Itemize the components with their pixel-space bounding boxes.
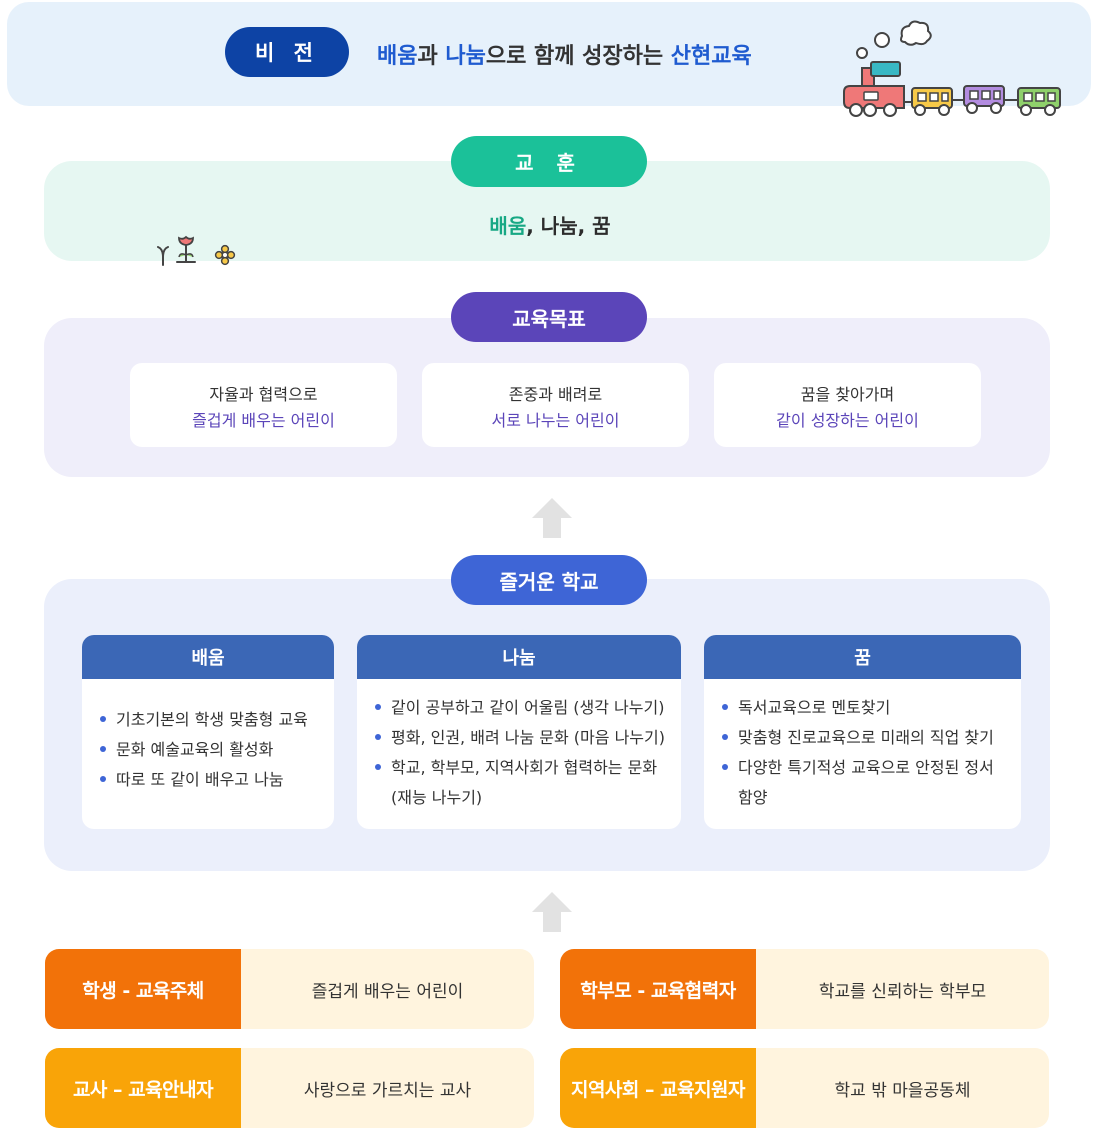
vision-connector-1: 과 <box>417 44 446 69</box>
column-title: 나눔 <box>357 635 681 679</box>
list-item: 기초기본의 학생 맞춤형 교육 <box>98 705 320 735</box>
motto-word-dream: 꿈 <box>592 214 611 238</box>
column-card-dream: 꿈 독서교육으로 멘토찾기 맞춤형 진로교육으로 미래의 직업 찾기 다양한 특… <box>704 635 1021 829</box>
list-item: 다양한 특기적성 교육으로 안정된 정서 함양 <box>720 753 1007 813</box>
arrow-up-icon <box>532 892 572 932</box>
role-card-parent: 학부모 - 교육협력자 학교를 신뢰하는 학부모 <box>560 949 1049 1029</box>
role-label: 지역사회 – 교육지원자 <box>560 1048 756 1128</box>
vision-connector-2: 으로 함께 성장하는 <box>485 44 671 69</box>
motto-word-sharing: 나눔 <box>540 214 578 238</box>
flower-decoration-icon <box>157 235 236 266</box>
list-item: 따로 또 같이 배우고 나눔 <box>98 765 320 795</box>
vision-word-school: 산현교육 <box>670 44 752 69</box>
goal-line2: 같이 성장하는 어린이 <box>776 411 919 430</box>
goal-card: 꿈을 찾아가며 같이 성장하는 어린이 <box>714 363 981 447</box>
goal-line1: 꿈을 찾아가며 <box>800 385 895 404</box>
column-list: 독서교육으로 멘토찾기 맞춤형 진로교육으로 미래의 직업 찾기 다양한 특기적… <box>704 679 1021 813</box>
column-list: 같이 공부하고 같이 어울림 (생각 나누기) 평화, 인권, 배려 나눔 문화… <box>357 679 681 813</box>
list-item: 학교, 학부모, 지역사회가 협력하는 문화 (재능 나누기) <box>373 753 667 813</box>
vision-word-sharing: 나눔 <box>445 44 486 69</box>
column-title: 꿈 <box>704 635 1021 679</box>
role-value: 학교 밖 마을공동체 <box>834 1080 971 1101</box>
goal-line2: 즐겁게 배우는 어린이 <box>192 411 335 430</box>
list-item: 같이 공부하고 같이 어울림 (생각 나누기) <box>373 693 667 723</box>
vision-label: 비 전 <box>225 27 349 77</box>
role-label: 학생 - 교육주체 <box>45 949 241 1029</box>
role-label: 교사 – 교육안내자 <box>45 1048 241 1128</box>
goal-line2: 서로 나누는 어린이 <box>491 411 620 430</box>
vision-statement: 배움과 나눔으로 함께 성장하는 산현교육 <box>377 38 752 70</box>
role-value: 학교를 신뢰하는 학부모 <box>818 981 987 1002</box>
role-card-student: 학생 - 교육주체 즐겁게 배우는 어린이 <box>45 949 534 1029</box>
goal-card: 존중과 배려로 서로 나누는 어린이 <box>422 363 689 447</box>
goal-card: 자율과 협력으로 즐겁게 배우는 어린이 <box>130 363 397 447</box>
list-item: 맞춤형 진로교육으로 미래의 직업 찾기 <box>720 723 1007 753</box>
motto-comma-1: , <box>526 214 541 238</box>
vision-banner <box>7 2 1091 106</box>
arrow-up-icon <box>532 498 572 538</box>
role-value: 사랑으로 가르치는 교사 <box>303 1080 472 1101</box>
column-title: 배움 <box>82 635 334 679</box>
column-list: 기초기본의 학생 맞춤형 교육 문화 예술교육의 활성화 따로 또 같이 배우고… <box>82 679 334 795</box>
column-card-learning: 배움 기초기본의 학생 맞춤형 교육 문화 예술교육의 활성화 따로 또 같이 … <box>82 635 334 829</box>
goal-line1: 존중과 배려로 <box>508 385 603 404</box>
motto-comma-2: , <box>577 214 593 238</box>
list-item: 평화, 인권, 배려 나눔 문화 (마음 나누기) <box>373 723 667 753</box>
goal-line1: 자율과 협력으로 <box>209 385 318 404</box>
list-item: 문화 예술교육의 활성화 <box>98 735 320 765</box>
school-label: 즐거운 학교 <box>451 555 647 605</box>
role-value: 즐겁게 배우는 어린이 <box>311 981 464 1002</box>
role-card-teacher: 교사 – 교육안내자 사랑으로 가르치는 교사 <box>45 1048 534 1128</box>
role-card-community: 지역사회 – 교육지원자 학교 밖 마을공동체 <box>560 1048 1049 1128</box>
column-card-sharing: 나눔 같이 공부하고 같이 어울림 (생각 나누기) 평화, 인권, 배려 나눔… <box>357 635 681 829</box>
motto-statement: 배움, 나눔, 꿈 <box>0 210 1100 239</box>
vision-word-learning: 배움 <box>377 44 418 69</box>
role-label: 학부모 - 교육협력자 <box>560 949 756 1029</box>
motto-label: 교 훈 <box>451 136 647 187</box>
motto-word-learning: 배움 <box>489 214 527 238</box>
list-item: 독서교육으로 멘토찾기 <box>720 693 1007 723</box>
train-illustration-icon <box>843 20 1061 117</box>
goals-label: 교육목표 <box>451 292 647 342</box>
